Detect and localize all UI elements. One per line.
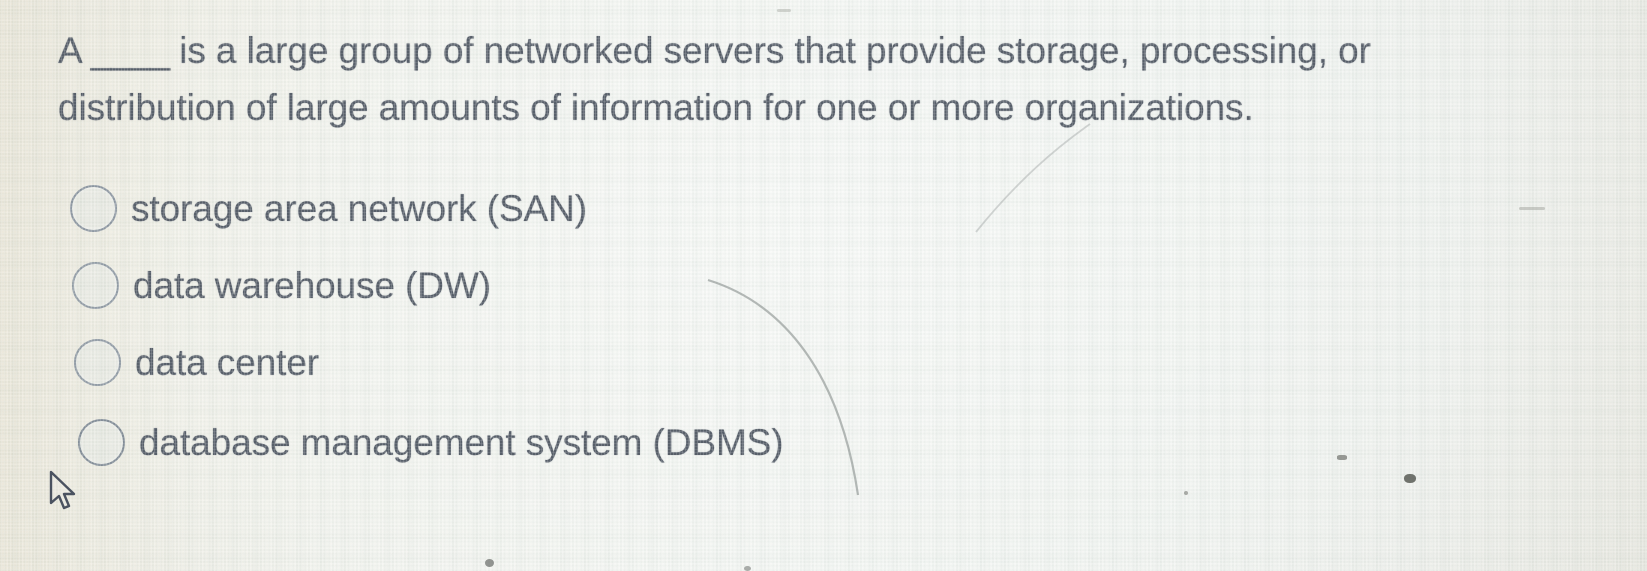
question-text: A ____ is a large group of networked ser… (58, 22, 1478, 136)
question-text-before-blank: A (58, 30, 91, 71)
option-dbms[interactable]: database management system (DBMS) (78, 419, 784, 466)
mouse-cursor-arrow-icon (48, 470, 82, 514)
option-san[interactable]: storage area network (SAN) (70, 185, 587, 232)
option-label[interactable]: database management system (DBMS) (139, 421, 784, 463)
dust-speck (1519, 207, 1545, 210)
dust-speck (1337, 455, 1347, 460)
option-label[interactable]: data center (135, 341, 320, 383)
dust-speck (777, 9, 791, 12)
option-dc[interactable]: data center (74, 339, 319, 386)
question-blank: ____ (90, 30, 170, 71)
radio-button-icon[interactable] (72, 262, 119, 309)
radio-button-icon[interactable] (74, 339, 121, 386)
dust-speck (1404, 474, 1416, 483)
radio-button-icon[interactable] (70, 185, 117, 232)
question-text-after-blank: is a large group of networked servers th… (58, 30, 1371, 128)
dust-speck (485, 559, 494, 567)
dust-speck (1184, 491, 1188, 495)
radio-button-icon[interactable] (78, 419, 125, 466)
option-dw[interactable]: data warehouse (DW) (72, 262, 491, 309)
option-label[interactable]: storage area network (SAN) (131, 187, 587, 229)
screen-scratch-arc-secondary (960, 120, 1100, 240)
option-label[interactable]: data warehouse (DW) (133, 264, 491, 306)
dust-speck (744, 566, 751, 571)
